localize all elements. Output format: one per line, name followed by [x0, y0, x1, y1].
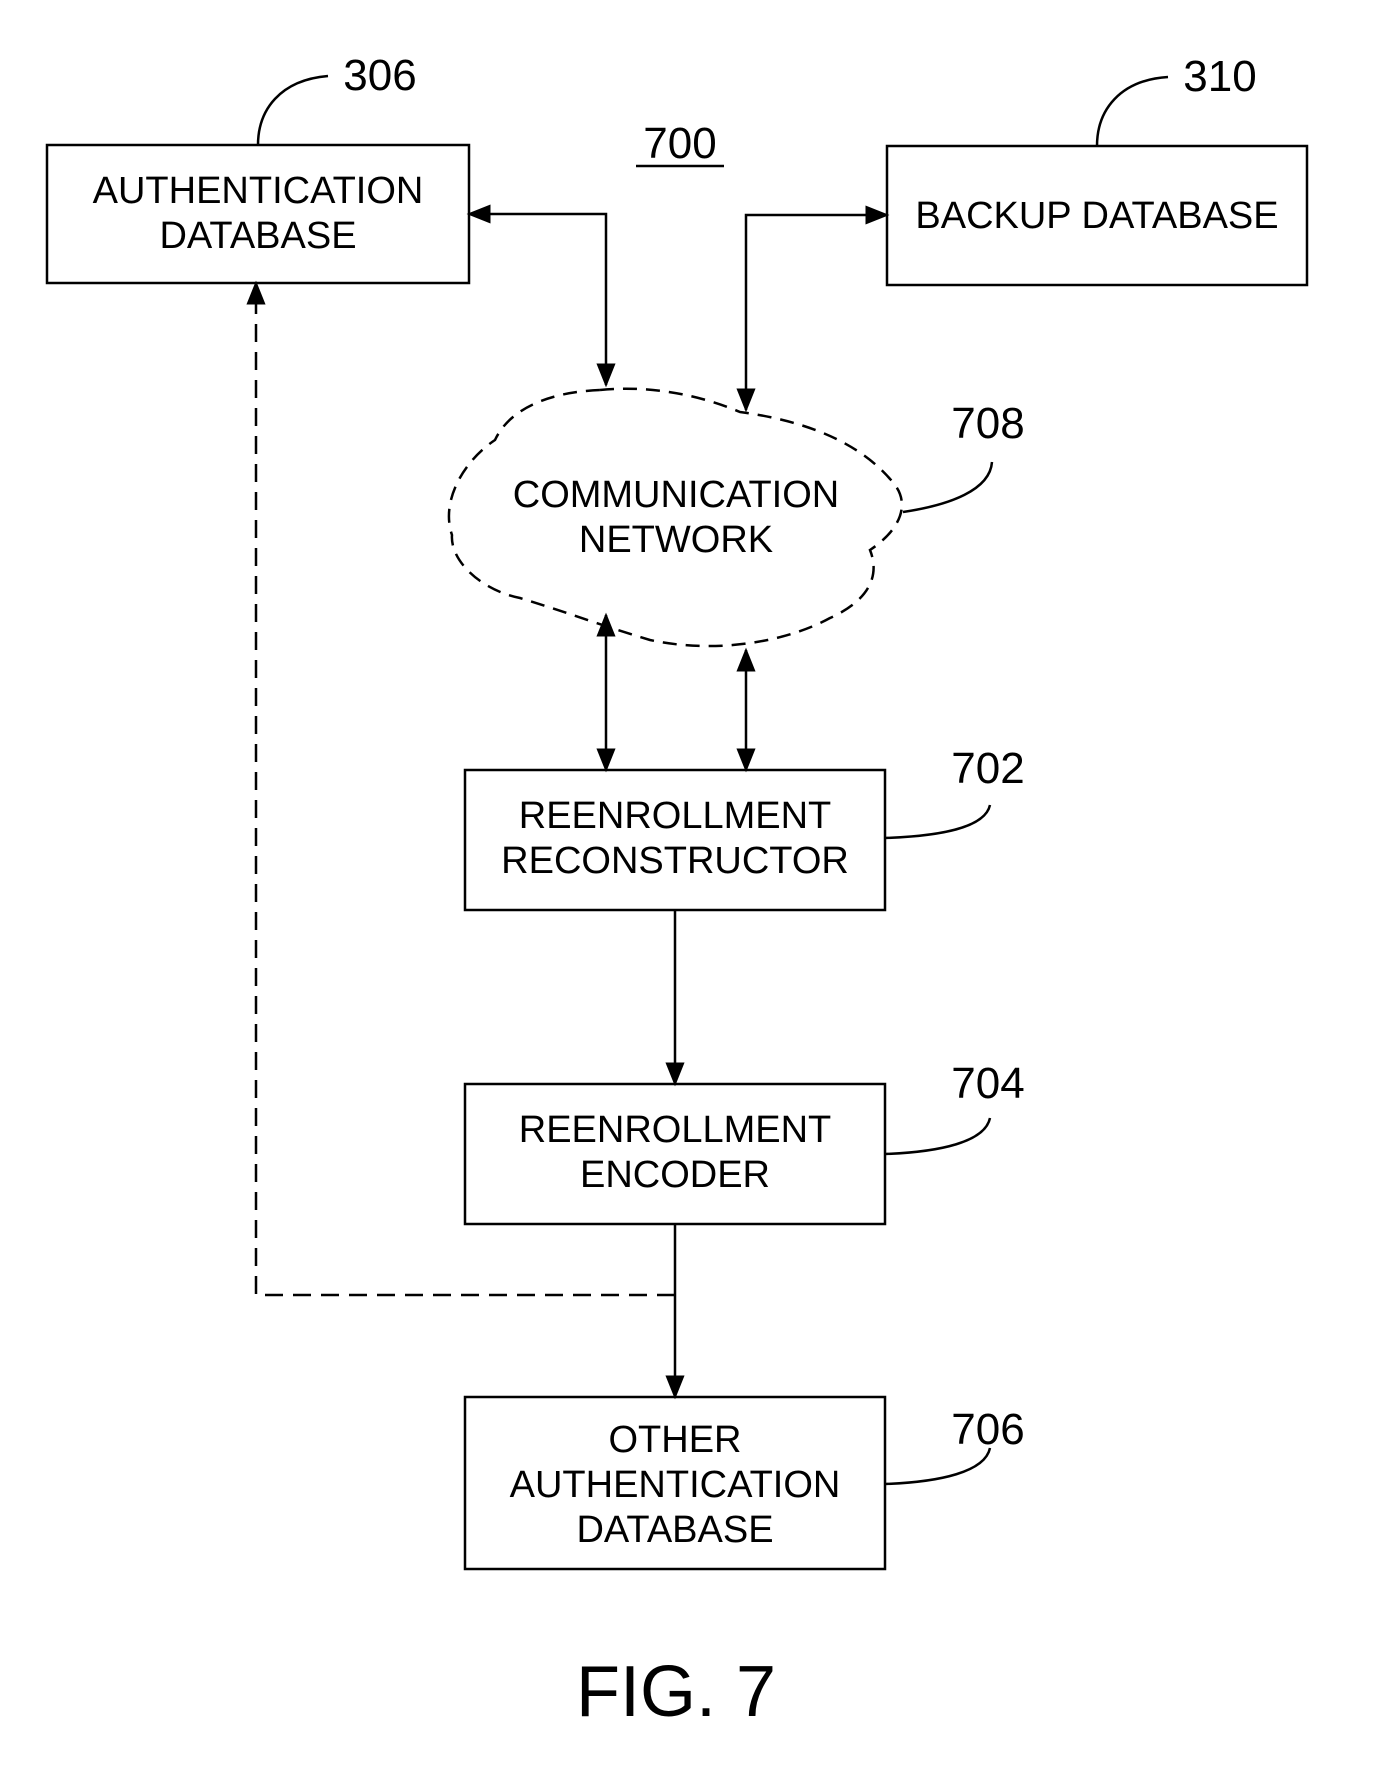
reenrollment-encoder-label-line1: REENROLLMENT [519, 1109, 832, 1151]
other-authentication-database-label-line3: DATABASE [576, 1509, 773, 1551]
backup-database-ref: 310 [1183, 52, 1256, 101]
backup-database-node: BACKUP DATABASE 310 [887, 52, 1307, 285]
other-authentication-database-ref: 706 [951, 1405, 1024, 1454]
other-authentication-database-label-line1: OTHER [609, 1419, 742, 1461]
reenrollment-reconstructor-ref: 702 [951, 744, 1024, 793]
authentication-database-label-line2: DATABASE [159, 215, 356, 257]
figure-caption: FIG. 7 [576, 1652, 776, 1732]
communication-network-ref: 708 [951, 399, 1024, 448]
reenrollment-encoder-label-line2: ENCODER [580, 1154, 770, 1196]
communication-network-label-line2: NETWORK [579, 519, 773, 561]
reenrollment-reconstructor-label-line2: RECONSTRUCTOR [501, 840, 849, 882]
authentication-database-box [47, 145, 469, 283]
communication-network-ref-leader [903, 462, 992, 512]
reenrollment-reconstructor-label-line1: REENROLLMENT [519, 795, 832, 837]
connector-auth-db-network [469, 214, 606, 385]
reenrollment-encoder-node: REENROLLMENT ENCODER 704 [465, 1059, 1025, 1224]
reenrollment-encoder-ref: 704 [951, 1059, 1024, 1108]
authentication-database-node: AUTHENTICATION DATABASE 306 [47, 51, 469, 283]
authentication-database-label-line1: AUTHENTICATION [93, 170, 424, 212]
backup-database-ref-leader [1097, 77, 1168, 146]
figure-number: 700 [636, 119, 724, 168]
communication-network-label-line1: COMMUNICATION [513, 474, 840, 516]
backup-database-label: BACKUP DATABASE [915, 195, 1278, 237]
connector-backup-db-network [746, 215, 887, 410]
reenrollment-reconstructor-ref-leader [885, 805, 990, 838]
communication-network-node: COMMUNICATION NETWORK 708 [449, 389, 1025, 646]
other-authentication-database-node: OTHER AUTHENTICATION DATABASE 706 [465, 1397, 1025, 1569]
reenrollment-encoder-ref-leader [885, 1118, 990, 1154]
other-authentication-database-label-line2: AUTHENTICATION [510, 1464, 841, 1506]
authentication-database-ref-leader [258, 76, 328, 145]
communication-network-cloud [449, 389, 902, 646]
figure-number-text: 700 [643, 119, 716, 168]
authentication-database-ref: 306 [343, 51, 416, 100]
